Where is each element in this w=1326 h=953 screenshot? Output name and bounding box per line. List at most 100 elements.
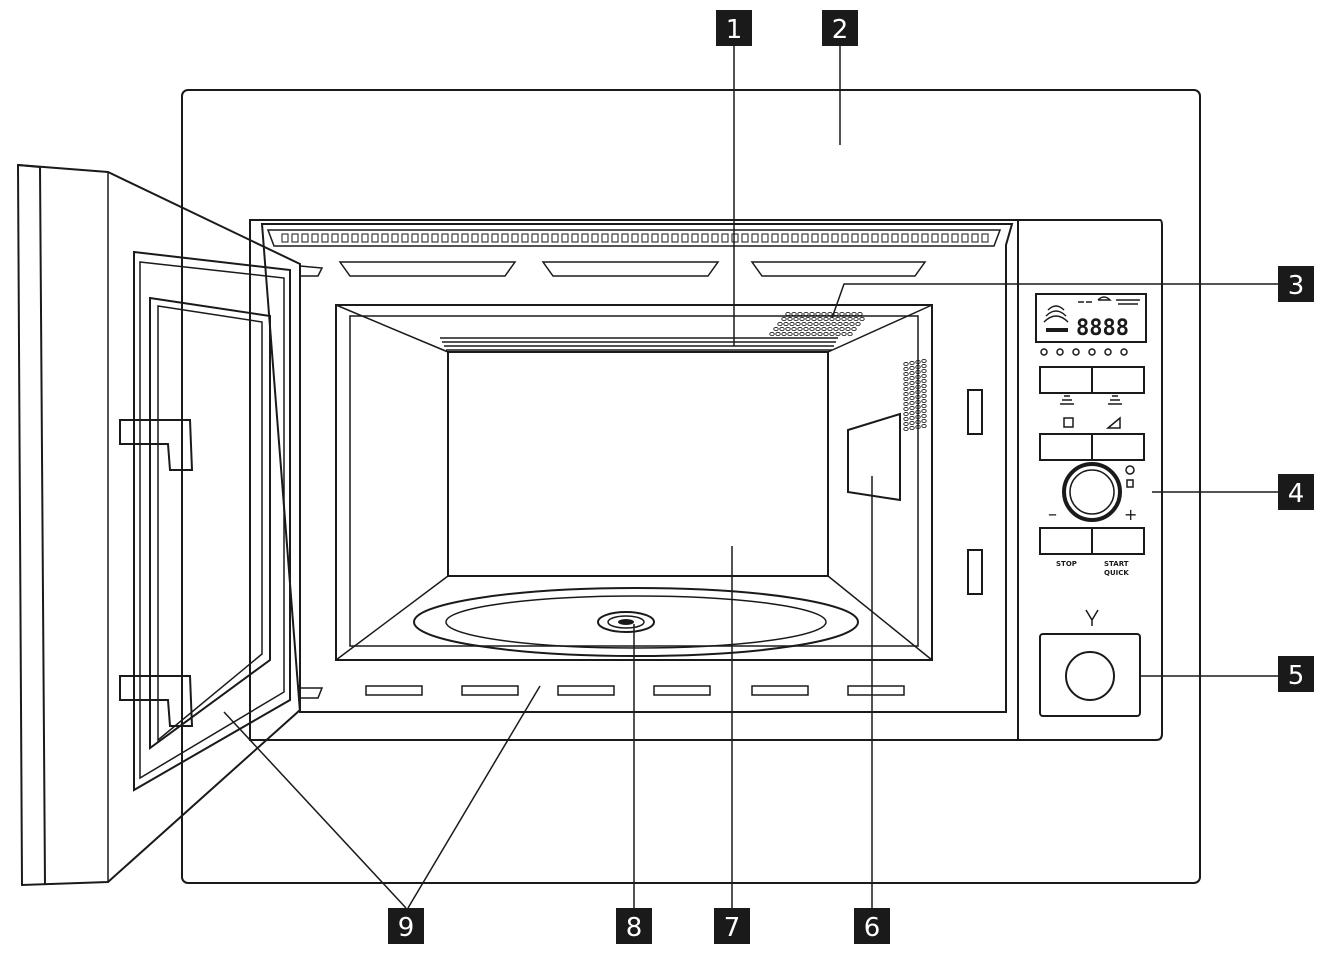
cavity-edge xyxy=(827,304,933,353)
defrost-button[interactable] xyxy=(1039,433,1093,461)
vent-hole xyxy=(903,406,909,412)
vent-slot xyxy=(931,233,939,243)
cavity-outer xyxy=(335,304,933,661)
vent-hole xyxy=(909,385,915,391)
vent-slot xyxy=(621,233,629,243)
vent-hole xyxy=(781,331,787,337)
vent-hole xyxy=(915,394,921,400)
svg-text:3: 3 xyxy=(1288,271,1305,301)
vent-slot xyxy=(581,233,589,243)
vent-hole xyxy=(815,326,821,332)
vent-slot xyxy=(691,233,699,243)
vent-slot xyxy=(861,233,869,243)
vent-hole xyxy=(903,386,909,392)
turntable-coupler-core xyxy=(618,619,634,625)
vent-hole xyxy=(777,321,783,327)
vent-slot xyxy=(431,233,439,243)
vent-slot xyxy=(801,233,809,243)
vent-hole xyxy=(785,311,791,317)
vent-hole xyxy=(819,321,825,327)
svg-text:4: 4 xyxy=(1288,479,1305,509)
vent-slot xyxy=(361,233,369,243)
svg-text:8: 8 xyxy=(626,913,643,943)
rotary-knob[interactable] xyxy=(1062,462,1122,522)
vent-slot xyxy=(681,233,689,243)
vent-hole xyxy=(841,316,847,322)
svg-text:9: 9 xyxy=(398,913,415,943)
vent-hole xyxy=(921,373,927,379)
vent-hole xyxy=(903,421,909,427)
vent-slot xyxy=(321,233,329,243)
vent-slot xyxy=(941,233,949,243)
callout-3: 3 xyxy=(1278,266,1314,302)
vent-hole xyxy=(909,410,915,416)
vent-hole xyxy=(903,376,909,382)
start-button[interactable] xyxy=(1091,527,1145,555)
vent-hole xyxy=(821,326,827,332)
bottom-slot xyxy=(653,685,711,696)
vent-slot xyxy=(771,233,779,243)
vent-hole xyxy=(921,403,927,409)
grill-button[interactable] xyxy=(1039,366,1093,394)
vent-hole xyxy=(813,321,819,327)
vent-slot xyxy=(441,233,449,243)
vent-slot xyxy=(451,233,459,243)
grill-icon xyxy=(1060,395,1074,405)
vent-hole xyxy=(903,416,909,422)
vent-slot xyxy=(411,233,419,243)
vent-hole xyxy=(903,391,909,397)
vent-slot xyxy=(781,233,789,243)
defrost-icon xyxy=(1063,417,1074,428)
svg-text:7: 7 xyxy=(724,913,741,943)
vent-slot xyxy=(471,233,479,243)
vent-hole xyxy=(915,404,921,410)
vent-hole xyxy=(811,316,817,322)
vent-hole xyxy=(855,321,861,327)
top-vent-strip xyxy=(266,229,1002,247)
lcd-top-icons xyxy=(1078,296,1140,305)
vent-slot xyxy=(421,233,429,243)
vent-slot xyxy=(341,233,349,243)
turntable-coupler xyxy=(597,611,655,633)
vent-hole xyxy=(915,359,921,365)
callout-2: 2 xyxy=(822,10,858,46)
vent-hole xyxy=(921,368,927,374)
vent-slot xyxy=(281,233,289,243)
vent-hole xyxy=(903,411,909,417)
combi-button[interactable] xyxy=(1091,366,1145,394)
vent-hole xyxy=(921,398,927,404)
weight-button[interactable] xyxy=(1091,433,1145,461)
vent-hole xyxy=(773,326,779,332)
vent-slot xyxy=(561,233,569,243)
vent-hole xyxy=(915,364,921,370)
vent-hole xyxy=(803,311,809,317)
cavity-back-wall xyxy=(447,351,829,577)
vent-hole xyxy=(915,369,921,375)
vent-slot xyxy=(461,233,469,243)
vent-hole xyxy=(915,424,921,430)
vent-hole xyxy=(849,321,855,327)
vent-hole xyxy=(915,374,921,380)
vent-hole xyxy=(903,361,909,367)
vent-hole xyxy=(847,316,853,322)
vent-slot xyxy=(911,233,919,243)
timer-icon xyxy=(1126,479,1134,488)
vent-hole xyxy=(805,316,811,322)
vent-hole xyxy=(791,326,797,332)
svg-text:6: 6 xyxy=(864,913,881,943)
stop-label: STOP xyxy=(1056,560,1077,568)
vent-hole xyxy=(921,413,927,419)
vent-slot xyxy=(511,233,519,243)
bottom-slot xyxy=(557,685,615,696)
vent-hole xyxy=(921,388,927,394)
vent-hole xyxy=(903,371,909,377)
vent-slot xyxy=(521,233,529,243)
outer-frame xyxy=(181,89,1201,884)
vent-slot xyxy=(831,233,839,243)
vent-hole xyxy=(909,370,915,376)
lcd-bar xyxy=(1046,328,1068,332)
stop-button[interactable] xyxy=(1039,527,1093,555)
door-release-button[interactable] xyxy=(1065,651,1115,701)
callout-1: 1 xyxy=(716,10,752,46)
vent-slot xyxy=(811,233,819,243)
